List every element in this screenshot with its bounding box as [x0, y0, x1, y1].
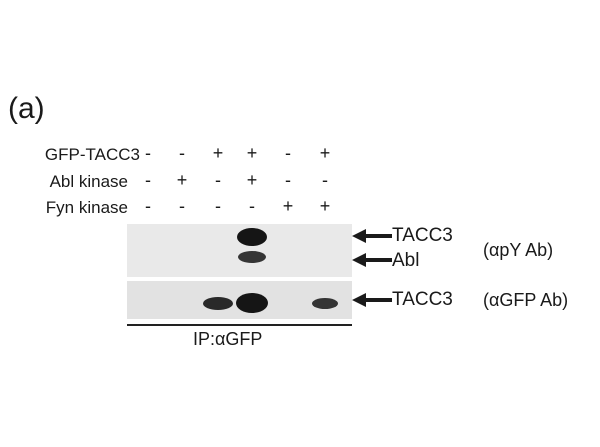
sign-r1-lane2: - — [179, 143, 185, 163]
ip-label: IP:αGFP — [193, 329, 263, 349]
band-bottom-lane4 — [236, 293, 268, 313]
band-top-abl — [238, 251, 266, 263]
sign-r1-lane6: + — [319, 143, 331, 163]
sign-r2-lane5: - — [285, 170, 291, 190]
sign-r3-lane1: - — [145, 196, 151, 216]
sign-r2-lane3: - — [215, 170, 221, 190]
sign-r1-lane3: + — [212, 143, 224, 163]
antibody-label-top: (αpY Ab) — [483, 240, 554, 260]
arrow-tacc3-bottom-icon — [352, 293, 392, 307]
band-top-tacc3 — [237, 228, 267, 246]
row-label-fyn-kinase: Fyn kinase — [45, 198, 128, 217]
antibody-label-bottom: (αGFP Ab) — [483, 290, 569, 310]
arrow-label-tacc3-top: TACC3 — [392, 225, 453, 246]
sign-r3-lane4: - — [249, 196, 255, 216]
sign-r2-lane1: - — [145, 170, 151, 190]
sign-r2-lane6: - — [322, 170, 328, 190]
band-bottom-lane6 — [312, 298, 338, 309]
sign-r3-lane3: - — [215, 196, 221, 216]
sign-r2-lane4: + — [246, 170, 258, 190]
panel-label: (a) — [8, 92, 45, 125]
ip-line — [127, 324, 352, 326]
row-label-abl-kinase: Abl kinase — [49, 172, 128, 191]
arrow-label-abl: Abl — [392, 250, 420, 271]
sign-r3-lane6: + — [319, 196, 331, 216]
arrow-abl-icon — [352, 253, 392, 267]
row-label-gfp-tacc3: GFP-TACC3 — [44, 145, 140, 164]
sign-r3-lane2: - — [179, 196, 185, 216]
sign-r1-lane4: + — [246, 143, 258, 163]
sign-r1-lane5: - — [285, 143, 291, 163]
arrow-label-tacc3-bottom: TACC3 — [392, 289, 453, 310]
sign-r1-lane1: - — [145, 143, 151, 163]
sign-r2-lane2: + — [176, 170, 188, 190]
band-bottom-lane3 — [203, 297, 233, 310]
sign-r3-lane5: + — [282, 196, 294, 216]
arrow-tacc3-top-icon — [352, 229, 392, 243]
